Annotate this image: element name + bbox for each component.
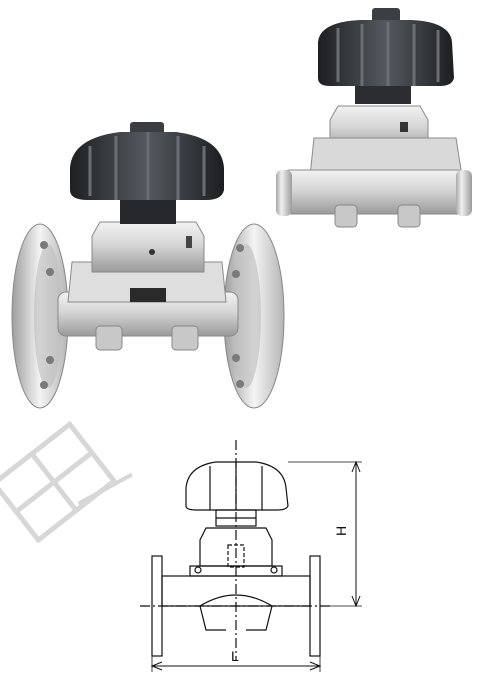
dimension-drawing <box>140 440 362 672</box>
valve-body <box>279 169 469 215</box>
length-dimension-label: L <box>231 648 239 664</box>
height-dimension-label: H <box>333 526 349 536</box>
handwheel <box>318 20 454 86</box>
watermark-logo <box>0 420 133 544</box>
flanged-diaphragm-valve-photo <box>11 122 285 409</box>
socket-weld-diaphragm-valve-photo <box>276 8 472 228</box>
main-bonnet <box>91 221 205 273</box>
